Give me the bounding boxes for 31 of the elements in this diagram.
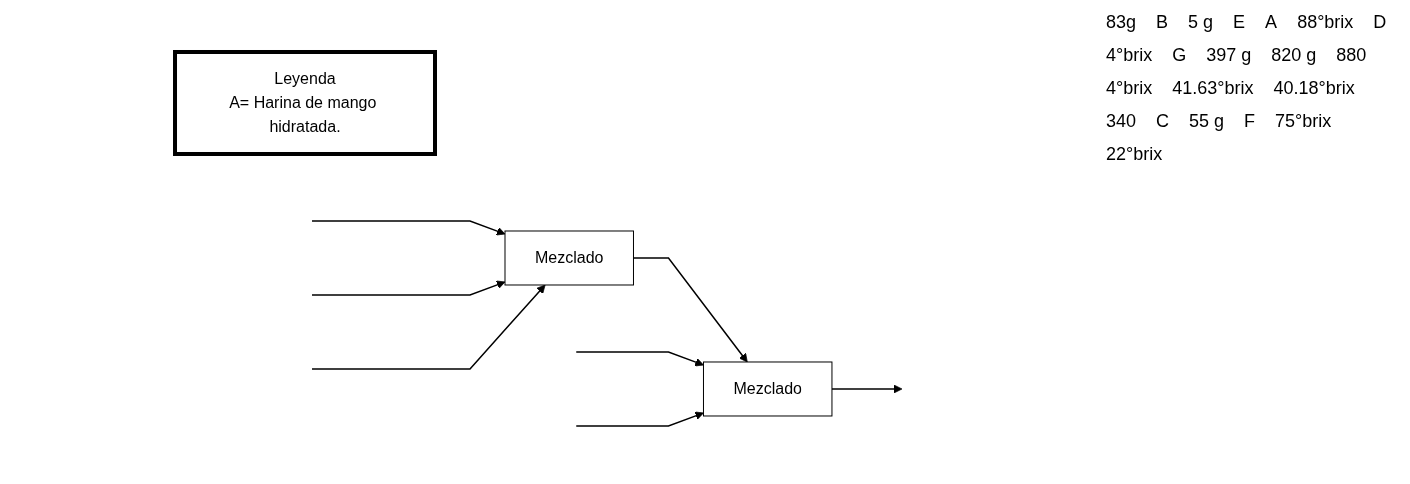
- arrow: [310, 284, 545, 370]
- stream-label: 340: [1105, 110, 1138, 133]
- stream-label: 820 g: [1270, 44, 1318, 67]
- arrow: [310, 219, 505, 235]
- stream-label: 75°brix: [1274, 110, 1333, 133]
- stream-label: 4°brix: [1105, 77, 1154, 100]
- stream-label: 88°brix: [1296, 11, 1355, 34]
- stream-label: E: [1232, 11, 1247, 34]
- stream-label: 5 g: [1187, 11, 1215, 34]
- stream-label: F: [1243, 110, 1257, 133]
- stream-label: 40.18°brix: [1272, 77, 1356, 100]
- arrow: [310, 280, 505, 296]
- arrow: [632, 256, 748, 362]
- stream-label: 880: [1335, 44, 1368, 67]
- arrow: [575, 411, 704, 427]
- node-box: Leyenda A= Harina de mango hidratada.: [172, 49, 437, 156]
- stream-label: D: [1372, 11, 1388, 34]
- arrow: [575, 350, 704, 366]
- node-box: Mezclado: [702, 361, 832, 416]
- stream-label: C: [1155, 110, 1171, 133]
- stream-label: 4°brix: [1105, 44, 1154, 67]
- stream-label: 22°brix: [1105, 143, 1164, 166]
- stream-label: 397 g: [1205, 44, 1253, 67]
- arrow: [830, 384, 902, 393]
- stream-label: A: [1264, 11, 1279, 34]
- stream-label: B: [1155, 11, 1170, 34]
- stream-label: 83g: [1105, 11, 1138, 34]
- stream-label: 41.63°brix: [1171, 77, 1255, 100]
- stream-label: 55 g: [1188, 110, 1226, 133]
- stream-label: G: [1171, 44, 1188, 67]
- node-box: Mezclado: [504, 230, 634, 285]
